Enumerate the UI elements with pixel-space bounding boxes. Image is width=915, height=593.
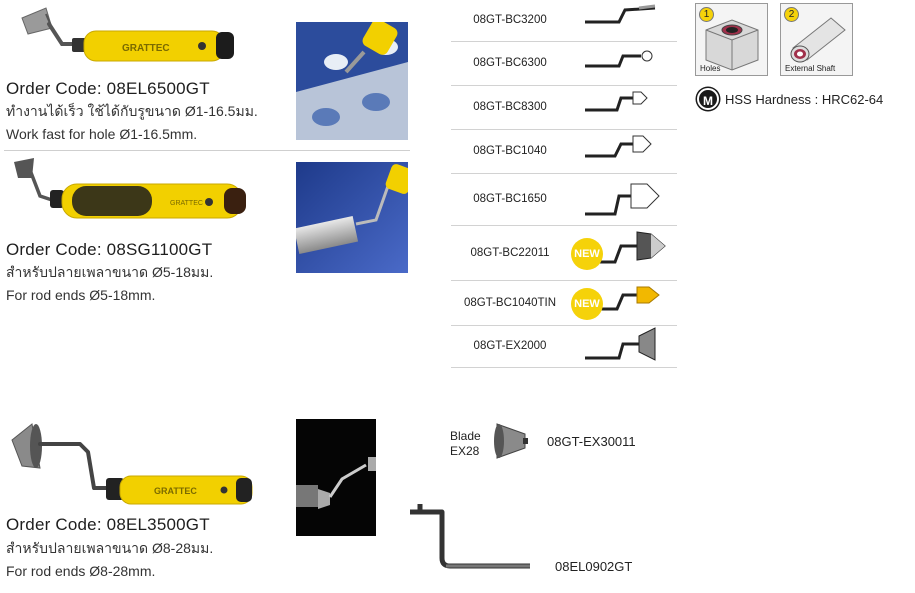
thai-description-3: สำหรับปลายเพลาขนาด Ø8-28มม.	[6, 540, 214, 556]
handle-brand-1: GRATTEC	[122, 43, 170, 54]
application-icon-holes: 1 Holes	[695, 3, 768, 76]
blade-row: 08GT-BC1650	[451, 174, 677, 226]
icon-caption-1: Holes	[700, 64, 721, 73]
blade-code: 08GT-EX2000	[473, 340, 547, 352]
thai-description-2: สำหรับปลายเพลาขนาด Ø5-18มม.	[6, 264, 214, 280]
english-description-3: For rod ends Ø8-28mm.	[6, 563, 156, 579]
ex28-blade-code: 08GT-EX30011	[547, 434, 636, 449]
blade-icon	[585, 183, 660, 216]
blade-code: 08GT-BC22011	[470, 246, 550, 259]
blade-label-line2: EX28	[450, 444, 480, 458]
new-badge: NEW	[571, 237, 603, 270]
hardness-row: M HSS Hardness : HRC62-64	[697, 88, 883, 110]
blade-row: 08GT-BC8300	[451, 86, 677, 130]
blade-row: 08GT-BC1040TIN NEW	[451, 281, 677, 326]
new-badge: NEW	[571, 287, 603, 320]
blade-icon	[585, 4, 656, 24]
hardness-text: HSS Hardness : HRC62-64	[725, 91, 884, 107]
divider-product-1	[4, 150, 410, 151]
blade-row: 08GT-BC22011 NEW	[451, 226, 677, 281]
thai-description-1: ทำงานได้เร็ว ใช้ได้กับรูขนาด Ø1-16.5มม.	[6, 103, 258, 119]
blade-code: 08GT-BC1040TIN	[463, 296, 557, 309]
icon-number-2: 2	[784, 7, 799, 22]
deburring-tool-image-2: GRATTEC	[14, 158, 246, 219]
handle-brand-3: GRATTEC	[154, 486, 197, 496]
blade-code: 08GT-BC6300	[473, 57, 547, 69]
deburring-tool-image-1: GRATTEC	[21, 7, 234, 62]
blade-row: 08GT-BC3200	[451, 0, 677, 42]
crank-shaft-code: 08EL0902GT	[555, 559, 633, 574]
blade-row: 08GT-EX2000	[451, 326, 677, 368]
application-photo-holes	[296, 22, 408, 140]
order-code-2: Order Code: 08SG1100GT	[6, 240, 213, 259]
application-photo-shaft-end	[296, 419, 376, 536]
blade-code: 08GT-BC8300	[473, 101, 547, 113]
blade-code: 08GT-BC1040	[473, 145, 547, 157]
blade-row: 08GT-BC6300	[451, 42, 677, 86]
material-badge: M	[697, 88, 719, 110]
order-code-1: Order Code: 08EL6500GT	[6, 79, 210, 98]
order-code-3: Order Code: 08EL3500GT	[6, 515, 210, 534]
blade-code: 08GT-BC1650	[473, 193, 547, 205]
blade-icon	[585, 327, 656, 361]
application-photo-rod-ends	[296, 162, 408, 273]
english-description-2: For rod ends Ø5-18mm.	[6, 287, 156, 303]
blade-icon	[585, 91, 648, 112]
blade-row: 08GT-BC1040	[451, 130, 677, 174]
icon-caption-2: External Shaft	[785, 64, 836, 73]
ex28-blade-icon	[494, 423, 528, 459]
application-icon-external-shaft: 2 External Shaft	[780, 3, 853, 76]
deburring-tool-image-3: GRATTEC	[11, 423, 253, 505]
handle-brand-2: GRATTEC	[170, 200, 203, 207]
crank-shaft-image	[410, 504, 530, 569]
english-description-1: Work fast for hole Ø1-16.5mm.	[6, 126, 198, 142]
blade-icon	[585, 135, 652, 158]
blade-code: 08GT-BC3200	[473, 14, 547, 26]
icon-number-1: 1	[699, 7, 714, 22]
blade-label-line1: Blade	[450, 429, 481, 443]
blade-icon	[585, 50, 653, 68]
